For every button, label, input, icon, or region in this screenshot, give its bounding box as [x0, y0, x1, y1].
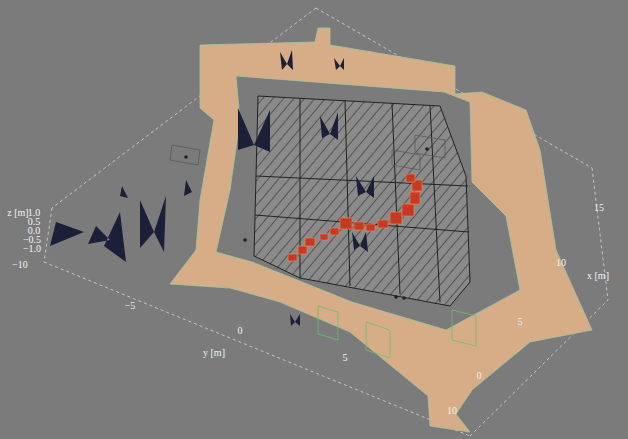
point	[184, 155, 188, 159]
robot-pose	[330, 228, 339, 235]
point	[425, 147, 429, 151]
robot-pose	[406, 174, 415, 182]
obstacle	[356, 176, 374, 198]
robot-pose	[320, 234, 328, 240]
obstacle	[238, 108, 270, 152]
obstacle	[334, 58, 344, 70]
tick-label: 5	[518, 317, 523, 327]
green-box	[366, 322, 390, 358]
axis-title: z [m]	[7, 208, 28, 218]
robot-pose	[366, 224, 375, 231]
grid-line	[392, 103, 400, 294]
green-outlines	[318, 306, 476, 358]
obstacle	[50, 222, 84, 246]
robot-trajectory	[288, 174, 422, 261]
point	[402, 296, 406, 300]
bounding-box	[44, 8, 608, 436]
hatched-region	[254, 96, 470, 306]
robot-pose	[298, 246, 307, 254]
obstacle	[280, 50, 293, 70]
tick-label: 15	[594, 203, 604, 213]
robot-pose	[288, 254, 297, 261]
tick-label: 10	[447, 406, 457, 416]
tick-label: 0	[238, 326, 243, 336]
obstacle	[120, 186, 128, 198]
grid-line	[430, 105, 440, 302]
tick-label: 10	[556, 258, 566, 268]
obstacle	[88, 212, 126, 262]
tick-label: −10	[12, 260, 28, 270]
green-box	[318, 306, 338, 340]
grid-line	[345, 100, 350, 286]
outline-marks	[170, 135, 445, 170]
obstacle	[140, 196, 166, 252]
robot-pose	[305, 238, 315, 246]
outline-box	[170, 145, 200, 165]
robot-pose	[410, 192, 420, 204]
obstacle	[352, 232, 368, 252]
grid-line	[255, 215, 469, 232]
tick-label: −5	[125, 301, 136, 311]
obstacle	[320, 112, 338, 140]
point	[243, 238, 247, 242]
obstacle	[184, 180, 192, 196]
floor-map	[170, 28, 592, 432]
axis-title: x [m]	[587, 271, 609, 281]
obstacle	[290, 314, 300, 326]
tick-label: 0	[477, 371, 482, 381]
green-box	[452, 310, 476, 346]
point	[394, 295, 398, 299]
tick-label: 5	[343, 353, 348, 363]
robot-pose	[402, 204, 414, 216]
grid-line	[256, 176, 468, 186]
robot-pose	[378, 220, 388, 228]
obstacles	[50, 50, 429, 326]
robot-pose	[340, 218, 352, 229]
robot-pose	[354, 222, 364, 230]
grid-lines	[255, 98, 469, 302]
box-edge	[44, 208, 52, 262]
tick-label: −1.0	[23, 244, 41, 254]
axis-title: y [m]	[203, 348, 225, 358]
robot-pose	[390, 212, 402, 224]
outline-box	[392, 150, 420, 170]
